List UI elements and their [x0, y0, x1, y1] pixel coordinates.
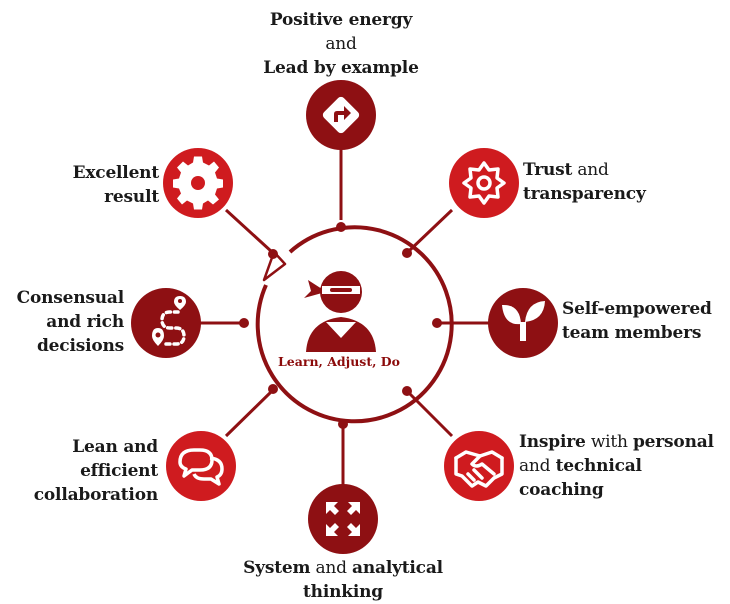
expand-arrows-icon: [326, 502, 360, 536]
label-top: Positive energy and Lead by example: [263, 10, 419, 78]
node-bottom-right: [444, 431, 514, 501]
label-bottom-left: Lean and efficient collaboration: [33, 437, 158, 505]
settings-cog-icon: [462, 161, 506, 205]
node-top-left: [163, 148, 233, 218]
connector-lines: [198, 146, 491, 488]
label-left: Consensual and rich decisions: [16, 288, 125, 356]
ninja-person-icon: [304, 271, 376, 352]
label-bottom: System and analytical thinking: [243, 558, 443, 602]
gear-icon: [173, 156, 223, 210]
label-top-left: Excellent result: [72, 163, 160, 207]
chat-bubbles-icon: [178, 448, 224, 486]
route-path-icon: [152, 296, 186, 346]
handshake-icon: [454, 450, 504, 488]
direction-sign-icon: [322, 96, 360, 134]
connector-dots: [239, 222, 442, 429]
node-right: [488, 288, 558, 358]
node-top-right: [449, 148, 519, 218]
label-top-right: Trust and transparency: [523, 160, 646, 204]
label-right: Self-empowered team members: [562, 299, 712, 343]
sprout-icon: [502, 301, 545, 341]
node-bottom: [308, 484, 378, 554]
cycle-arrowhead: [262, 250, 287, 282]
label-bottom-right: Inspire with personal and technical coac…: [519, 432, 714, 500]
node-bottom-left: [166, 431, 236, 501]
node-left: [131, 288, 201, 358]
cycle-ring: [255, 225, 454, 424]
node-top: [306, 80, 376, 150]
center-caption: Learn, Adjust, Do: [278, 354, 400, 369]
